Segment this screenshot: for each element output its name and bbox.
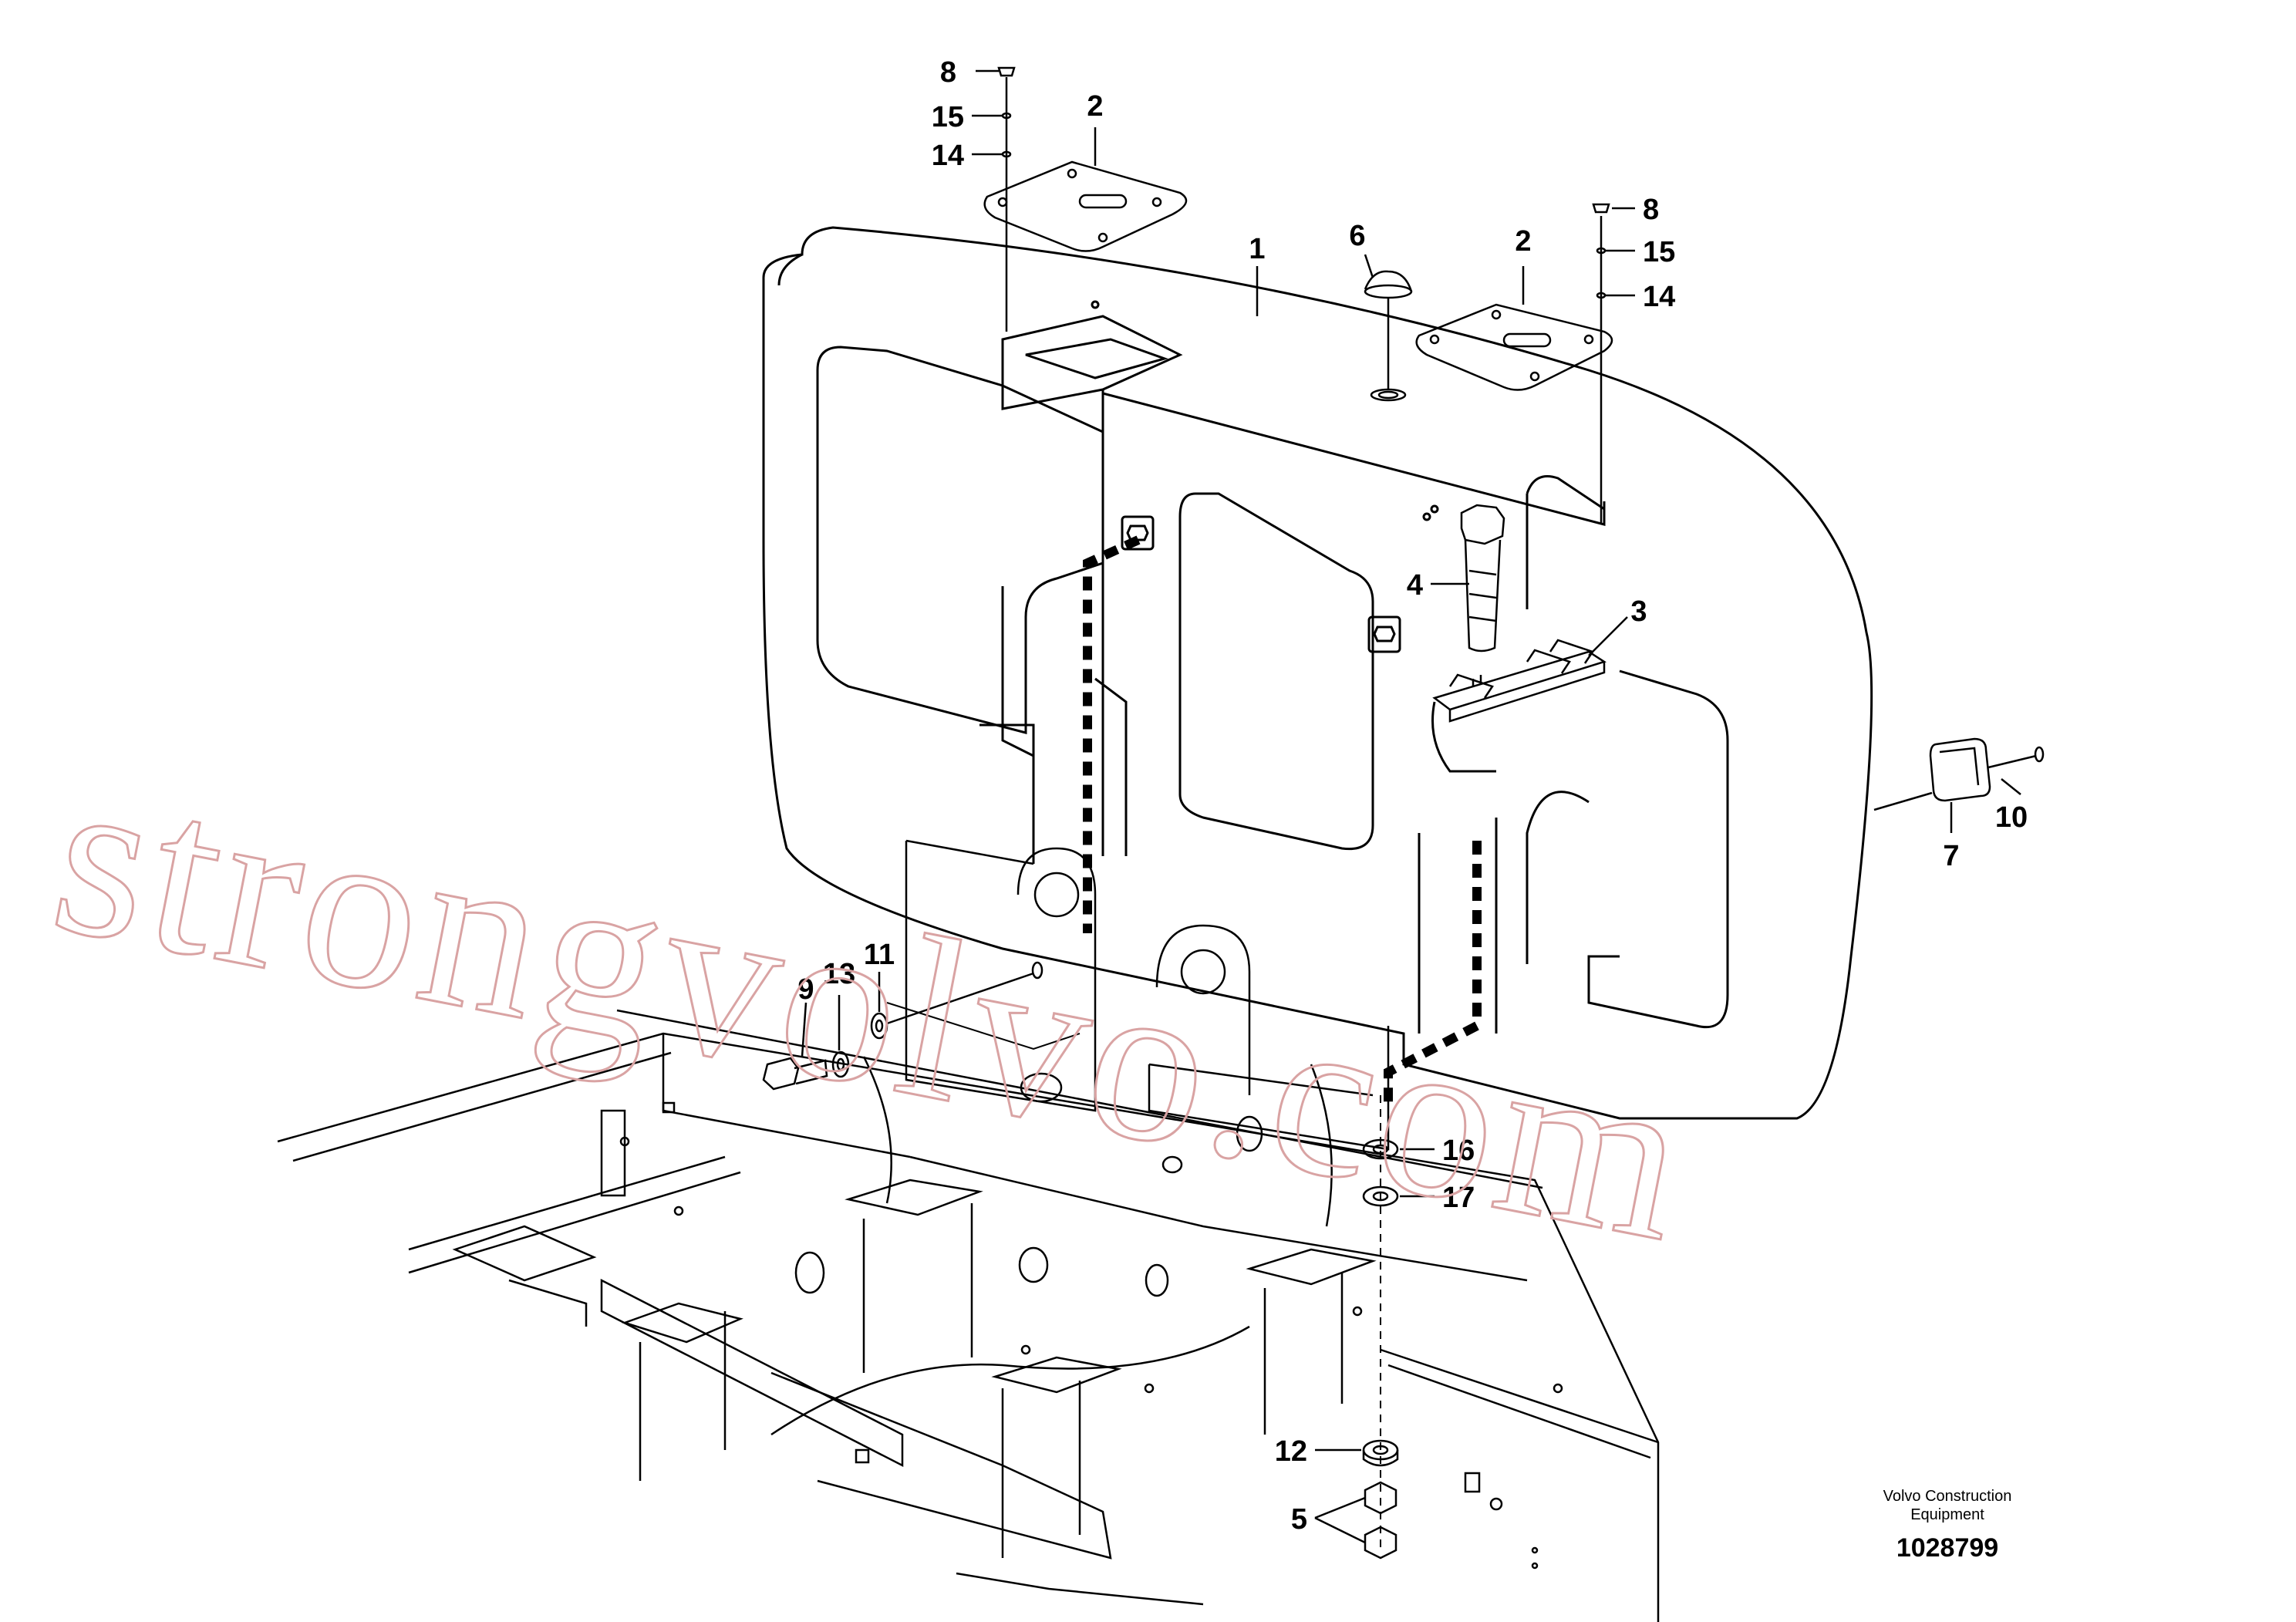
callout-4: 4 <box>1407 569 1423 602</box>
callout-15-left: 15 <box>932 101 964 133</box>
callout-8-left: 8 <box>940 56 956 89</box>
cover-plate-left <box>983 77 1188 332</box>
callout-15-right: 15 <box>1643 236 1675 268</box>
callout-17: 17 <box>1442 1182 1475 1214</box>
bottom-fastener-stack <box>1362 1138 1399 1560</box>
callout-9: 9 <box>797 973 814 1006</box>
callout-10: 10 <box>1995 801 2028 834</box>
bolt <box>1460 504 1505 653</box>
caption-block: Volvo Construction Equipment 1028799 <box>1883 1488 2012 1563</box>
plug <box>1364 270 1413 402</box>
side-fasteners <box>762 961 1043 1091</box>
callout-2-right: 2 <box>1515 225 1531 258</box>
callout-11: 11 <box>864 939 895 971</box>
counterweight <box>762 226 1873 1120</box>
callout-12: 12 <box>1275 1435 1307 1468</box>
callout-6: 6 <box>1349 220 1365 252</box>
callout-1: 1 <box>1249 233 1265 265</box>
callout-2-left: 2 <box>1087 90 1103 123</box>
callout-labels: 8 15 14 2 1 6 2 8 15 14 4 3 7 10 9 13 11… <box>797 56 2028 1536</box>
callout-3: 3 <box>1630 595 1647 628</box>
support-plate <box>1432 639 1607 723</box>
callout-14-left: 14 <box>932 140 964 172</box>
callout-8-right: 8 <box>1643 194 1659 226</box>
name-plate <box>1873 737 2045 811</box>
callout-16: 16 <box>1442 1135 1475 1167</box>
drawing-number: 1028799 <box>1896 1533 1998 1563</box>
callout-13: 13 <box>823 958 855 990</box>
company-name-line1: Volvo Construction <box>1883 1488 2012 1505</box>
cover-plate-right <box>1415 216 1613 524</box>
callout-5: 5 <box>1291 1503 1307 1536</box>
company-name-line2: Equipment <box>1910 1506 1984 1523</box>
callout-14-right: 14 <box>1643 281 1675 313</box>
callout-7: 7 <box>1943 840 1959 872</box>
mounting-lugs <box>862 839 1390 1227</box>
assembly-path-lines <box>886 535 1482 1550</box>
upper-frame <box>277 1009 1660 1622</box>
leader-lines <box>801 69 2021 1544</box>
